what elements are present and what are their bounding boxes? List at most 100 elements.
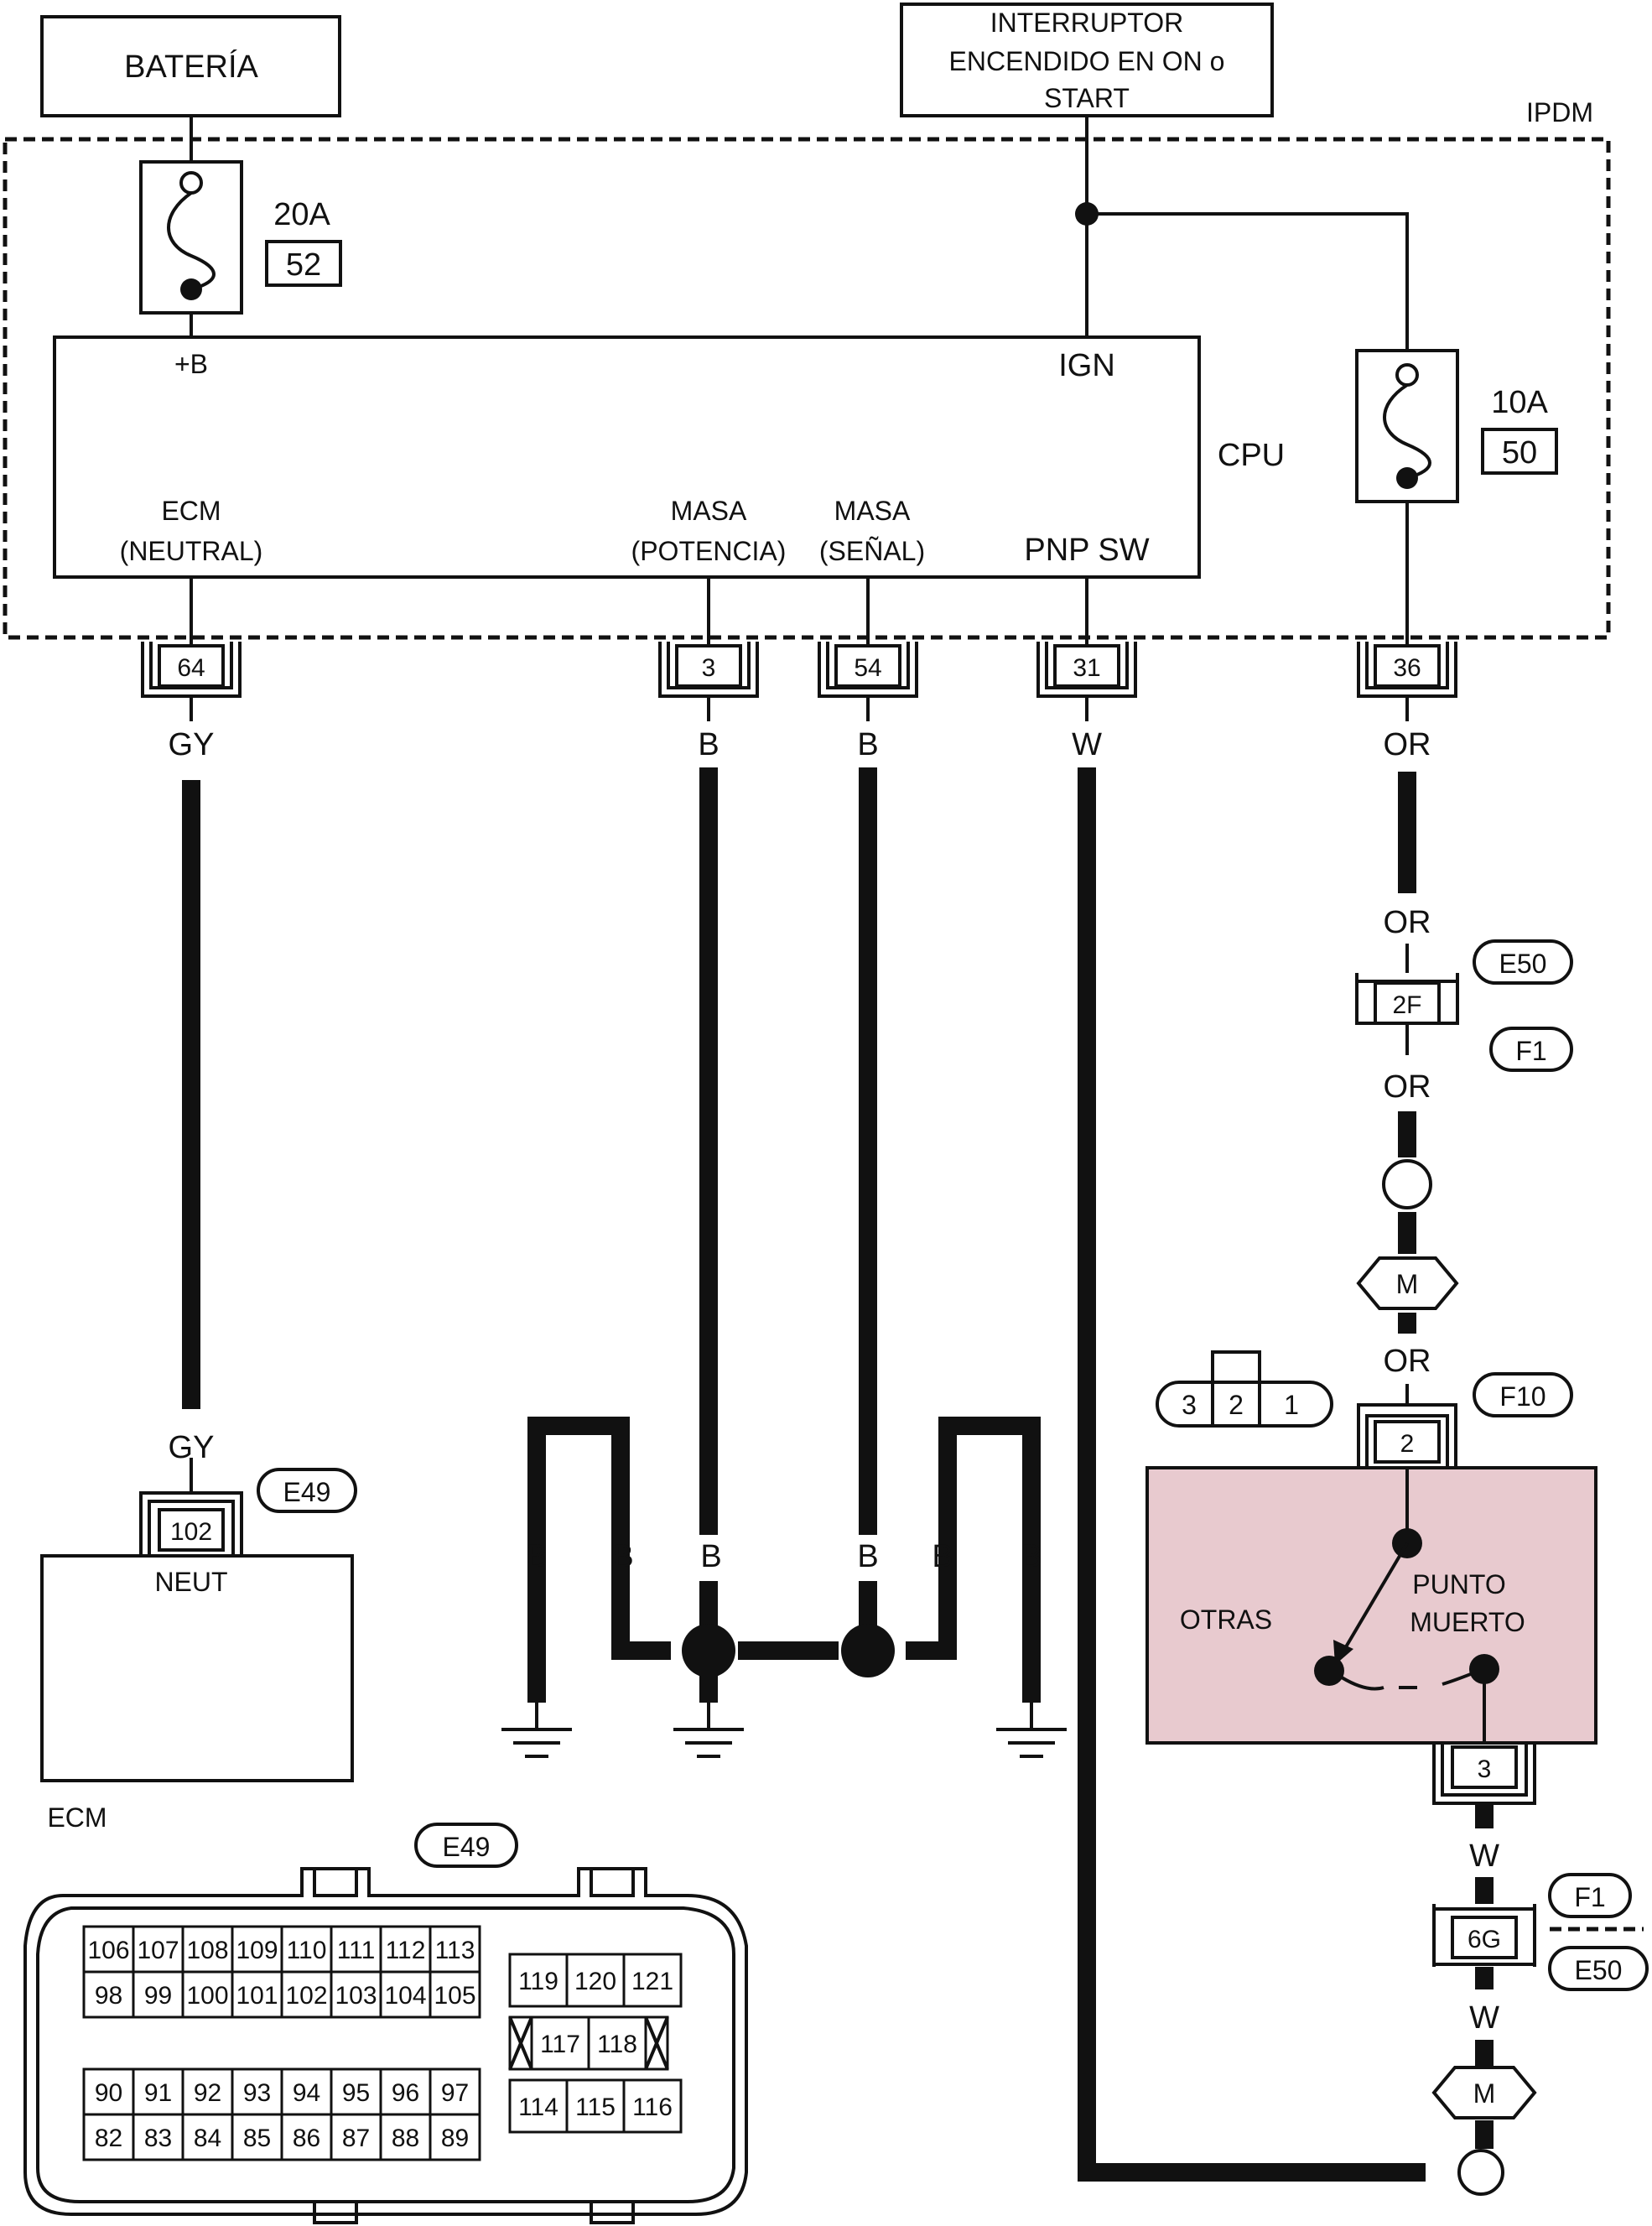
badge-f10: F10 <box>1499 1381 1546 1412</box>
ecm-pin-99-cell <box>132 1970 184 2019</box>
svg-text:102: 102 <box>170 1518 212 1546</box>
ecm-face-label: E49 <box>443 1832 491 1862</box>
ecm-pin-108: 108 <box>186 1937 228 1964</box>
wire-b-label-54: B <box>857 727 878 762</box>
wire-or-label-a: OR <box>1384 905 1431 940</box>
ecm-pin-116: 116 <box>632 2093 673 2121</box>
ignition-label-2: ENCENDIDO EN ON o <box>949 46 1225 76</box>
pass-through-top <box>1382 1159 1432 1209</box>
wire-b-label-a: B <box>526 1539 547 1574</box>
ecm-pin-119-cell <box>508 1953 569 2008</box>
battery-box: BATERÍA <box>40 15 341 117</box>
ecm-pin-113: 113 <box>435 1937 475 1964</box>
ecm-pin-87: 87 <box>342 2125 370 2152</box>
badge-f1-bottom: F1 <box>1574 1882 1605 1912</box>
wire-b-label-f: B <box>1021 1539 1042 1574</box>
ecm-pin-103: 103 <box>335 1982 377 2010</box>
wire-w-pnp <box>1078 767 1426 2182</box>
switch-label-neutral-1: PUNTO <box>1412 1569 1505 1599</box>
ecm-pin-88-cell <box>379 2113 432 2161</box>
svg-text:3: 3 <box>702 654 716 682</box>
ecm-pin-121: 121 <box>631 1968 673 1995</box>
fuse-20a: 20A 52 <box>139 160 342 315</box>
ipdm-pin-3: 3 <box>658 642 759 698</box>
ecm-pin-111: 111 <box>337 1937 376 1964</box>
ecm-pin-114: 114 <box>518 2093 558 2121</box>
badge-e49: E49 <box>283 1477 331 1507</box>
ipdm-label: IPDM <box>1526 97 1593 127</box>
ecm-pin-92: 92 <box>194 2079 221 2107</box>
ecm-pin-86: 86 <box>293 2125 320 2152</box>
ecm-pin-121-cell <box>622 1953 683 2008</box>
ecm-pin-84: 84 <box>194 2125 221 2152</box>
fuse-20a-number: 52 <box>286 247 321 283</box>
ground-loop-left <box>527 1417 671 1703</box>
ground-loop-right <box>906 1417 1041 1703</box>
switch-label-other: OTRAS <box>1180 1604 1272 1635</box>
terminal-masa-pot-1: MASA <box>671 496 747 526</box>
wire-b-label-e: B <box>932 1539 953 1574</box>
wire-b-label-c: B <box>700 1539 721 1574</box>
ground-symbol-1 <box>501 1703 572 1758</box>
ecm-pin-119: 119 <box>518 1968 558 1995</box>
ecm-pin-85: 85 <box>243 2125 271 2152</box>
wire-b-label-d: B <box>857 1539 878 1574</box>
ecm-pin-96: 96 <box>392 2079 419 2107</box>
ecm-pin-105: 105 <box>434 1982 475 2010</box>
fuse-10a: 10A 50 <box>1355 349 1558 503</box>
svg-text:64: 64 <box>177 654 205 682</box>
ecm-pin-82-cell <box>82 2113 135 2161</box>
svg-text:3: 3 <box>1478 1755 1492 1783</box>
connector-6g: 6G F1 E50 <box>1432 1873 1649 1991</box>
terminal-ecm-1: ECM <box>161 496 221 526</box>
ecm-pin-120: 120 <box>574 1968 616 1995</box>
ipdm-pin-31: 31 <box>1036 642 1137 698</box>
ecm-pin-90: 90 <box>95 2079 122 2107</box>
ecm-pin-91-cell <box>132 2067 184 2116</box>
ecm-pin-100-cell <box>181 1970 234 2019</box>
ecm-pin-94-cell <box>280 2067 333 2116</box>
terminal-plus-b: +B <box>174 349 208 379</box>
ipdm-pin-36: 36 <box>1357 642 1457 698</box>
ecm-pin-102: 102 <box>285 1982 327 2010</box>
ecm-pin-118: 118 <box>597 2031 637 2058</box>
ecm-box: NEUT ECM <box>40 1554 354 1833</box>
ecm-pin-88: 88 <box>392 2125 419 2152</box>
fuse-20a-rating: 20A <box>273 197 330 232</box>
svg-text:36: 36 <box>1393 654 1421 682</box>
ecm-pin-92-cell <box>181 2067 234 2116</box>
splice-left <box>682 1624 735 1677</box>
ecm-pin-90-cell <box>82 2067 135 2116</box>
ecm-pin-94: 94 <box>293 2079 320 2107</box>
terminal-ecm-2: (NEUTRAL) <box>120 536 263 566</box>
terminal-masa-sen-1: MASA <box>834 496 911 526</box>
splice-right <box>841 1624 895 1677</box>
svg-text:1: 1 <box>1284 1390 1299 1420</box>
ecm-pin-106: 106 <box>87 1937 129 1964</box>
ecm-pin-117-cell <box>530 2015 590 2071</box>
wire-b-label-b: B <box>612 1539 633 1574</box>
ignition-label-3: START <box>1044 83 1130 113</box>
ecm-pin-89: 89 <box>441 2125 469 2152</box>
terminal-pnp-sw: PNP SW <box>1024 533 1149 568</box>
wire-or-label-36: OR <box>1384 727 1431 762</box>
wire-w-label-31: W <box>1072 727 1102 762</box>
neutral-position-switch: OTRAS PUNTO MUERTO <box>1145 1466 1597 1745</box>
badge-e50-bottom: E50 <box>1575 1955 1623 1985</box>
pass-through-bottom <box>1457 2149 1504 2196</box>
ecm-pin-102-cell <box>280 1970 333 2019</box>
battery-label: BATERÍA <box>124 49 258 85</box>
connector-f10-pin2: 2 F10 <box>1357 1372 1573 1468</box>
svg-text:M: M <box>1396 1269 1419 1299</box>
ecm-pin-113-cell <box>429 1925 481 1974</box>
ecm-pin-blank-empty <box>644 2016 669 2070</box>
ecm-pin-91: 91 <box>144 2079 172 2107</box>
ecm-pin-110: 110 <box>287 1937 327 1964</box>
ecm-pin-blank-empty <box>508 2016 533 2070</box>
terminal-masa-pot-2: (POTENCIA) <box>631 536 787 566</box>
cpu-label: CPU <box>1218 438 1285 473</box>
switch-label-neutral-2: MUERTO <box>1410 1607 1525 1637</box>
ecm-pin-100: 100 <box>186 1982 228 2010</box>
